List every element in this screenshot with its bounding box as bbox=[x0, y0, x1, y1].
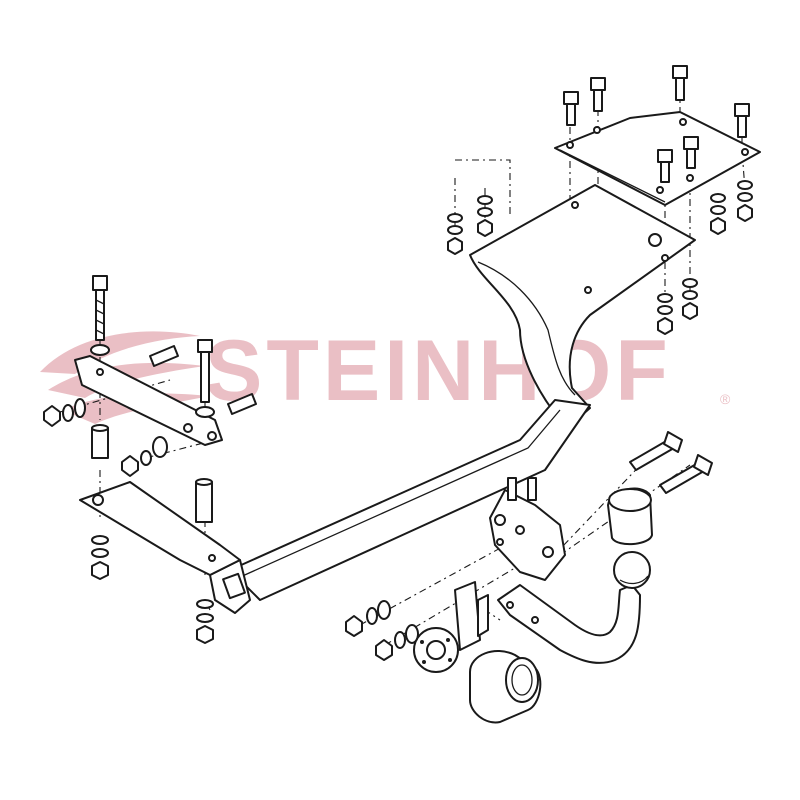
washer-icon bbox=[394, 631, 406, 649]
washer-icon bbox=[366, 607, 378, 625]
washer-icon bbox=[90, 344, 110, 356]
electrical-socket-assembly bbox=[413, 581, 542, 724]
washer-icon bbox=[196, 599, 214, 609]
washer-icon bbox=[682, 290, 698, 300]
washer-icon bbox=[657, 293, 673, 303]
bolt-icon bbox=[149, 345, 179, 367]
nut-icon bbox=[345, 615, 363, 637]
bolt-icon bbox=[629, 431, 683, 471]
brand-name-text: STEINHOF bbox=[205, 323, 672, 419]
bolt-icon bbox=[563, 91, 579, 126]
nut-icon bbox=[657, 317, 673, 335]
washer-icon bbox=[152, 436, 168, 458]
bolt-icon bbox=[197, 339, 213, 403]
washer-icon bbox=[91, 548, 109, 558]
washer-icon bbox=[74, 398, 86, 418]
nut-icon bbox=[43, 405, 61, 427]
nut-icon bbox=[737, 204, 753, 222]
registered-mark: ® bbox=[720, 391, 731, 407]
washer-icon bbox=[737, 192, 753, 202]
washer-icon bbox=[710, 205, 726, 215]
left-side-bracket bbox=[74, 355, 223, 446]
bolt-icon bbox=[92, 275, 108, 341]
ball-cover-cap-icon bbox=[607, 487, 653, 546]
washer-icon bbox=[196, 613, 214, 623]
washer-icon bbox=[140, 450, 152, 466]
nuts-and-washers bbox=[43, 180, 753, 661]
nut-icon bbox=[682, 302, 698, 320]
washer-icon bbox=[91, 535, 109, 545]
bolt-icon bbox=[734, 103, 750, 138]
bolt-icon bbox=[227, 393, 257, 415]
washer-icon bbox=[62, 404, 74, 422]
washer-icon bbox=[477, 207, 493, 217]
nut-icon bbox=[375, 639, 393, 661]
bolt-icon bbox=[590, 77, 606, 112]
washer-icon bbox=[447, 213, 463, 223]
washer-icon bbox=[195, 406, 215, 418]
washer-icon bbox=[682, 278, 698, 288]
washer-icon bbox=[657, 305, 673, 315]
nut-icon bbox=[91, 561, 109, 580]
spacer-tubes bbox=[91, 424, 213, 523]
nut-icon bbox=[121, 455, 139, 477]
nut-icon bbox=[477, 219, 493, 237]
washer-icon bbox=[377, 600, 391, 620]
washer-icon bbox=[710, 193, 726, 203]
bolt-icon bbox=[683, 136, 699, 169]
bolts bbox=[92, 65, 750, 494]
washer-icon bbox=[737, 180, 753, 190]
nut-icon bbox=[447, 237, 463, 255]
nut-icon bbox=[710, 217, 726, 235]
washer-icon bbox=[477, 195, 493, 205]
nut-icon bbox=[196, 625, 214, 644]
bolt-icon bbox=[672, 65, 688, 101]
bolt-icon bbox=[659, 454, 713, 494]
tow-ball-neck bbox=[497, 551, 651, 664]
washer-icon bbox=[405, 624, 419, 644]
right-bracket-and-main-beam bbox=[79, 184, 696, 614]
washer-icon bbox=[447, 225, 463, 235]
bolt-icon bbox=[657, 149, 673, 183]
